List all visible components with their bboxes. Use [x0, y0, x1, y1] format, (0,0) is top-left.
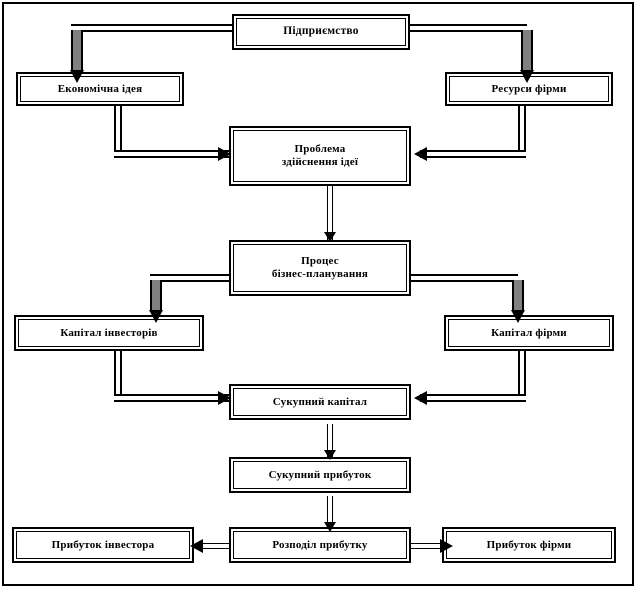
edge-enterprise-to-firm-resources-shaft — [521, 30, 533, 72]
diagram-outer-frame — [2, 2, 634, 586]
edge-firm-capital-to-total-horizontal — [420, 394, 526, 402]
node-idea-problem-label-line2: здійснення ідеї — [281, 156, 359, 168]
edge-enterprise-to-economic-idea-elbow — [71, 24, 113, 32]
node-firm-capital-inner: Капітал фірми — [448, 319, 610, 347]
edge-firm-resources-to-problem-vertical — [518, 104, 526, 156]
arrowhead-to-investor-capital — [149, 310, 163, 323]
edge-problem-to-business-planning — [327, 186, 333, 242]
node-profit-distribution-label: Розподіл прибутку — [272, 538, 368, 551]
node-economic-idea-label: Економічна ідея — [57, 82, 143, 95]
node-total-profit-label: Сукупний прибуток — [268, 468, 372, 481]
node-total-capital[interactable]: Сукупний капітал — [229, 384, 411, 420]
node-firm-capital[interactable]: Капітал фірми — [444, 315, 614, 351]
node-total-capital-label: Сукупний капітал — [272, 395, 368, 408]
edge-investor-capital-to-total-vertical — [114, 348, 122, 400]
node-idea-problem[interactable]: Проблема здійснення ідеї — [229, 126, 411, 186]
edge-distribution-to-firm-profit — [410, 543, 446, 549]
node-enterprise-inner: Підприємство — [236, 18, 406, 46]
node-business-planning[interactable]: Процес бізнес-планування — [229, 240, 411, 296]
edge-planning-to-investor-capital-shaft — [150, 280, 162, 312]
edge-economic-idea-to-problem-vertical — [114, 104, 122, 156]
node-business-planning-inner: Процес бізнес-планування — [233, 244, 407, 292]
edge-investor-capital-to-total-horizontal — [114, 394, 230, 402]
arrowhead-total-capital-from-right — [414, 391, 427, 405]
node-economic-idea-inner: Економічна ідея — [20, 76, 180, 102]
node-firm-resources-label: Ресурси фірми — [491, 82, 567, 95]
node-total-profit[interactable]: Сукупний прибуток — [229, 457, 411, 493]
node-firm-capital-label: Капітал фірми — [491, 326, 567, 339]
node-firm-profit[interactable]: Прибуток фірми — [442, 527, 616, 563]
arrowhead-to-firm-capital — [511, 310, 525, 323]
node-investor-profit-inner: Прибуток інвестора — [16, 531, 190, 559]
node-profit-distribution-inner: Розподіл прибутку — [233, 531, 407, 559]
node-total-capital-inner: Сукупний капітал — [233, 388, 407, 416]
edge-enterprise-to-economic-idea-shaft — [71, 30, 83, 72]
node-idea-problem-inner: Проблема здійснення ідеї — [233, 130, 407, 182]
node-business-planning-label-line1: Процес — [301, 255, 339, 268]
edge-planning-to-firm-capital-horizontal — [410, 274, 518, 282]
arrowhead-to-economic-idea — [70, 70, 84, 83]
edge-planning-to-investor-capital-horizontal — [150, 274, 232, 282]
arrowhead-problem-from-right — [414, 147, 427, 161]
node-investor-capital-inner: Капітал інвесторів — [18, 319, 200, 347]
node-firm-profit-inner: Прибуток фірми — [446, 531, 612, 559]
node-investor-profit-label: Прибуток інвестора — [51, 538, 155, 551]
node-profit-distribution[interactable]: Розподіл прибутку — [229, 527, 411, 563]
arrowhead-to-firm-profit — [440, 539, 453, 553]
arrowhead-problem-from-left — [218, 147, 231, 161]
edge-enterprise-to-economic-idea-horizontal — [105, 24, 233, 32]
edge-enterprise-to-firm-resources-horizontal — [407, 24, 527, 32]
edge-economic-idea-to-problem-horizontal — [114, 150, 230, 158]
node-business-planning-label-line2: бізнес-планування — [271, 268, 369, 280]
arrowhead-to-business-planning — [324, 232, 336, 242]
arrowhead-to-investor-profit — [190, 539, 203, 553]
edge-distribution-to-investor-profit — [196, 543, 232, 549]
node-enterprise-label: Підприємство — [283, 25, 359, 38]
edge-firm-capital-to-total-vertical — [518, 348, 526, 400]
node-investor-capital[interactable]: Капітал інвесторів — [14, 315, 204, 351]
node-enterprise[interactable]: Підприємство — [232, 14, 410, 50]
edge-firm-resources-to-problem-horizontal — [420, 150, 526, 158]
arrowhead-to-firm-resources — [520, 70, 534, 83]
edge-total-capital-to-total-profit — [327, 424, 333, 458]
node-investor-profit[interactable]: Прибуток інвестора — [12, 527, 194, 563]
edge-planning-to-firm-capital-shaft — [512, 280, 524, 312]
arrowhead-to-profit-distribution — [324, 522, 336, 532]
edge-total-profit-to-distribution — [327, 496, 333, 530]
node-total-profit-inner: Сукупний прибуток — [233, 461, 407, 489]
arrowhead-total-capital-from-left — [218, 391, 231, 405]
node-firm-profit-label: Прибуток фірми — [486, 538, 572, 551]
node-investor-capital-label: Капітал інвесторів — [60, 326, 158, 339]
node-economic-idea[interactable]: Економічна ідея — [16, 72, 184, 106]
arrowhead-to-total-profit — [324, 450, 336, 460]
node-idea-problem-label-line1: Проблема — [294, 143, 346, 156]
